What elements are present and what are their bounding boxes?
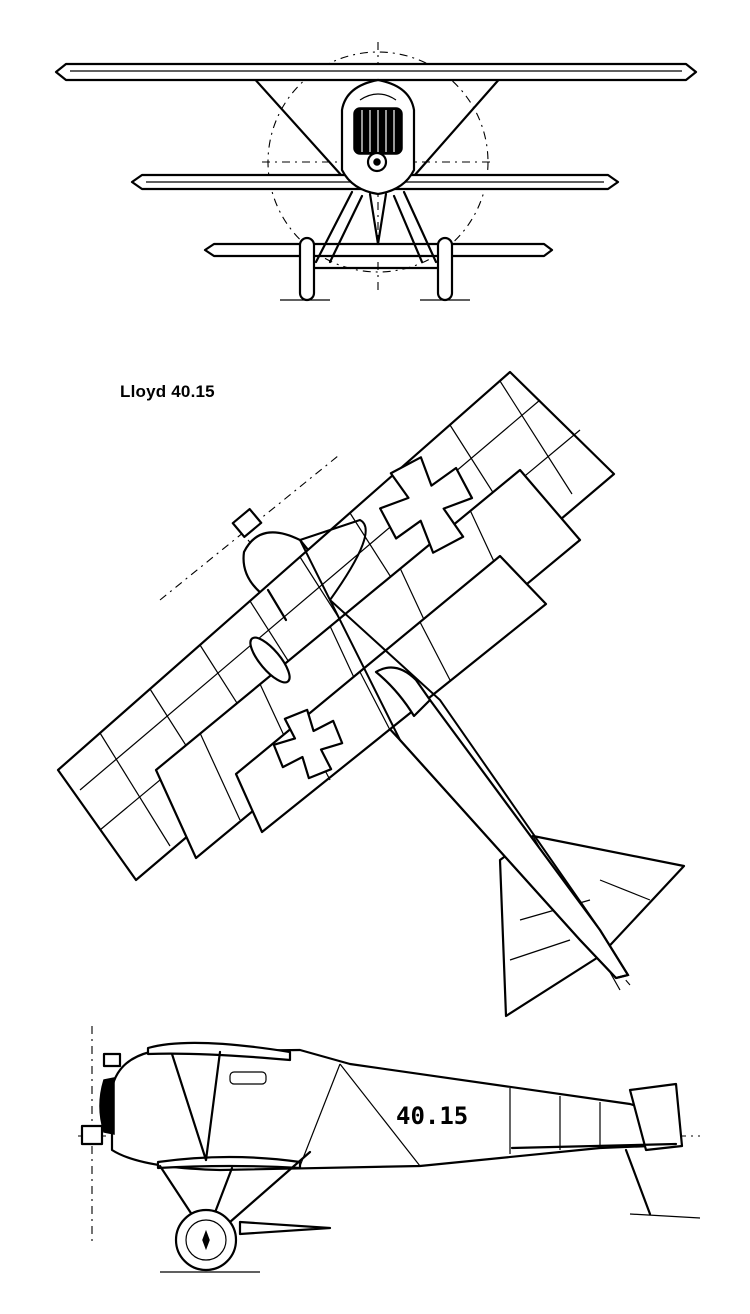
right-interplane-strut xyxy=(412,74,504,178)
tail-ground-line xyxy=(629,1213,701,1219)
fuselage-side xyxy=(110,1048,652,1172)
propeller-hub-side xyxy=(80,1124,104,1146)
registration-marking: 40.15 xyxy=(396,1102,468,1130)
bottom-wing xyxy=(203,242,554,258)
rudder-fin xyxy=(628,1082,684,1152)
wing-cross-insignia xyxy=(379,456,474,554)
nose-spinner xyxy=(99,1077,115,1135)
top-wing xyxy=(54,62,698,82)
lower-wing-side xyxy=(156,1155,302,1170)
lower-wing-cross-insignia xyxy=(272,708,344,780)
cockpit-side xyxy=(229,1071,267,1085)
windscreen xyxy=(359,93,397,101)
propeller-blade xyxy=(266,588,288,622)
cockpit-opening xyxy=(374,666,432,718)
top-wing-side xyxy=(146,1041,292,1062)
engine-cylinder xyxy=(231,507,263,539)
wheel-plan xyxy=(249,636,291,684)
right-gear-strut xyxy=(402,190,438,264)
left-interplane-strut xyxy=(250,74,344,178)
drawing-title: Lloyd 40.15 xyxy=(120,382,215,401)
tailskid xyxy=(624,1148,652,1216)
interplane-strut-side xyxy=(170,1052,208,1162)
left-gear-strut xyxy=(314,190,354,264)
exhaust xyxy=(102,1052,122,1068)
tailplane-side xyxy=(510,1142,678,1150)
skid xyxy=(238,1220,332,1236)
center-strut xyxy=(368,192,388,246)
